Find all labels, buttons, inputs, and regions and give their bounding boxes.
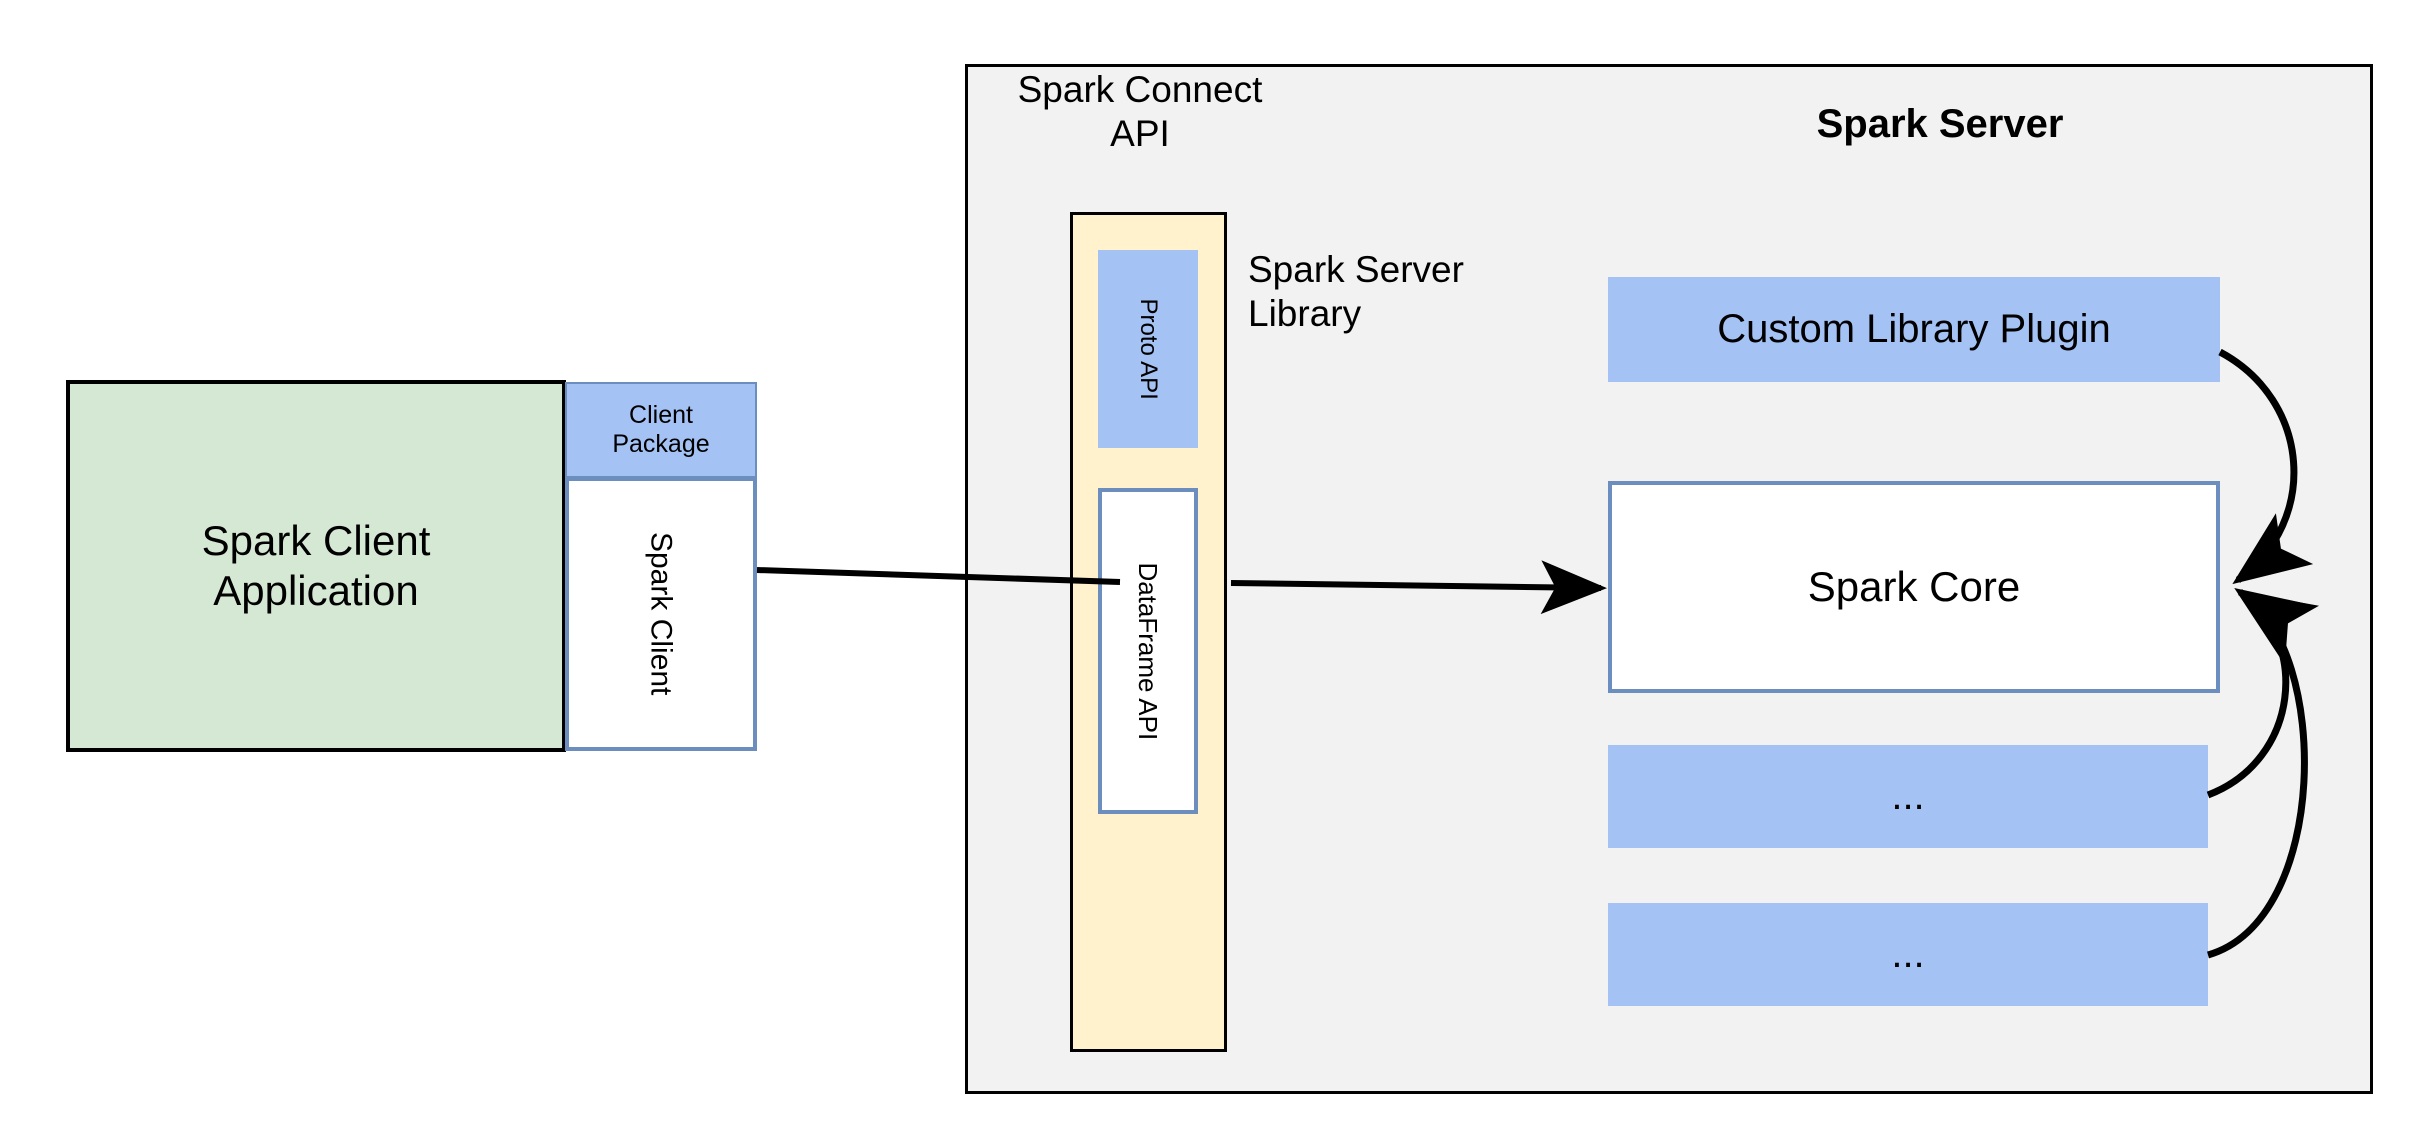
spark-client-label: Spark Client	[644, 532, 678, 696]
spark-core-label: Spark Core	[1807, 563, 2021, 611]
proto-api-label: Proto API	[1135, 298, 1163, 400]
ellipsis-box-2: ...	[1608, 903, 2208, 1006]
dataframe-api-box: DataFrame API	[1098, 488, 1198, 814]
spark-connect-api-label: Spark Connect API	[1017, 69, 1263, 155]
client-package-label: Client Package	[612, 400, 710, 459]
dataframe-api-label: DataFrame API	[1133, 562, 1164, 740]
spark-server-library-label: Spark Server Library	[1248, 249, 1464, 335]
ellipsis-box-1-label: ...	[1891, 773, 1925, 818]
client-package-box: Client Package	[565, 382, 757, 478]
spark-client-application-label: Spark Client Application	[201, 517, 431, 614]
spark-core-box: Spark Core	[1608, 481, 2220, 693]
ellipsis-box-1: ...	[1608, 745, 2208, 848]
spark-client-box: Spark Client	[565, 477, 757, 751]
spark-client-application-box: Spark Client Application	[66, 380, 566, 752]
custom-library-plugin-box: Custom Library Plugin	[1608, 277, 2220, 382]
custom-library-plugin-label: Custom Library Plugin	[1717, 306, 2111, 351]
ellipsis-box-2-label: ...	[1891, 931, 1925, 976]
spark-server-title: Spark Server	[1816, 102, 2064, 146]
proto-api-box: Proto API	[1098, 250, 1198, 448]
